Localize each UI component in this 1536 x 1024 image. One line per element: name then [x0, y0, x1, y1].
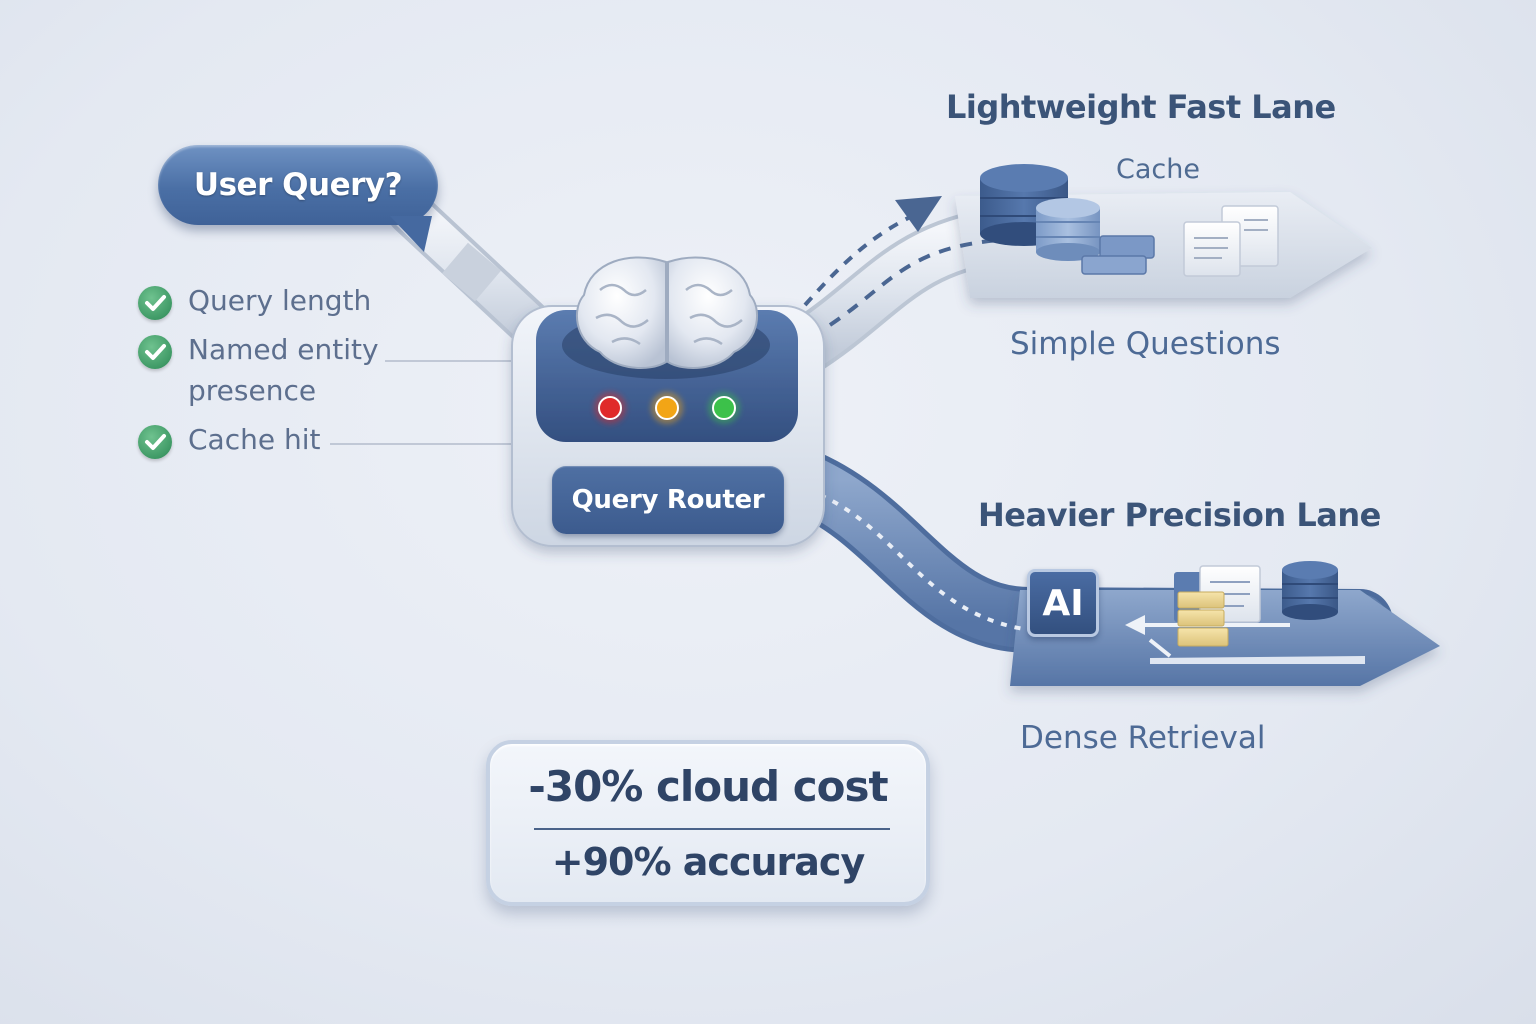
- document-icon: [1183, 205, 1279, 277]
- router-label-box: Query Router: [552, 466, 784, 534]
- ai-chip-label: AI: [1042, 582, 1084, 624]
- check-icon: [138, 425, 172, 459]
- check-icon: [138, 335, 172, 369]
- user-query-bubble: User Query?: [158, 145, 438, 225]
- arrow-icon: [803, 196, 942, 307]
- check-icon: [138, 286, 172, 320]
- server-tray-icon: [1081, 235, 1155, 275]
- criteria-cache-hit: Cache hit: [188, 423, 321, 456]
- status-light: [712, 396, 736, 420]
- ai-chip-icon: AI: [1027, 569, 1099, 637]
- precision-lane-caption: Dense Retrieval: [1020, 720, 1266, 756]
- stats-card: -30% cloud cost +90% accuracy: [486, 740, 930, 906]
- criteria-named-entity: Named entity: [188, 333, 379, 366]
- stat-accuracy: +90% accuracy: [551, 840, 865, 884]
- stat-cloud-cost: -30% cloud cost: [528, 762, 888, 811]
- user-query-label: User Query?: [193, 167, 403, 203]
- status-light: [655, 396, 679, 420]
- database-icon: [1036, 198, 1100, 261]
- brain-icon: [576, 256, 758, 369]
- cache-label: Cache: [1116, 154, 1200, 185]
- document-stack-icon: [1174, 565, 1261, 647]
- status-light: [598, 396, 622, 420]
- bubble-tail: [390, 216, 432, 252]
- precision-lane-title: Heavier Precision Lane: [978, 496, 1381, 534]
- status-lights: [594, 392, 740, 424]
- input-pipe: [387, 189, 568, 361]
- fast-lane-title: Lightweight Fast Lane: [946, 88, 1336, 126]
- database-icon: [1282, 561, 1338, 620]
- fast-lane-caption: Simple Questions: [1010, 326, 1281, 362]
- criteria-query-length: Query length: [188, 284, 372, 317]
- router-label: Query Router: [571, 485, 765, 515]
- criteria-named-entity-line2: presence: [188, 374, 317, 407]
- stats-divider: [534, 828, 890, 830]
